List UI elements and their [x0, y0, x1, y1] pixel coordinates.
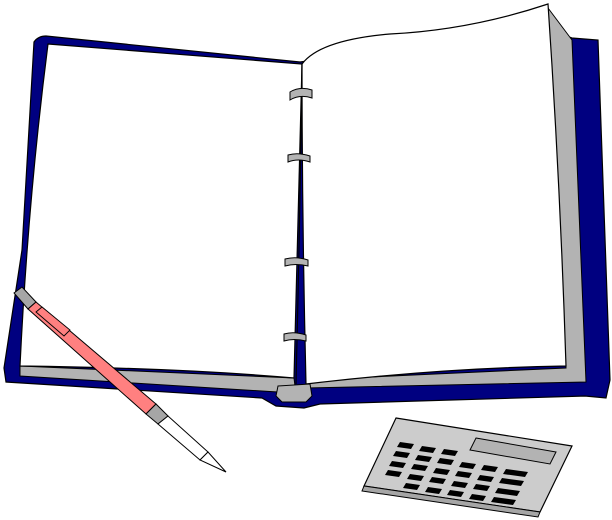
right-page [301, 3, 567, 385]
calculator-key [407, 474, 424, 481]
pen-tip [157, 415, 209, 461]
spine-line [295, 63, 303, 385]
calculator-key [389, 461, 406, 468]
calculator-key [499, 478, 524, 486]
binder-ring [283, 332, 307, 342]
notebook [3, 3, 611, 409]
calculator-key [425, 487, 442, 494]
calculator-key [385, 470, 402, 477]
left-page [19, 43, 303, 379]
calculator-edge [361, 485, 541, 518]
calculator [361, 417, 573, 518]
calculator-key [415, 455, 432, 462]
calculator-key [491, 497, 516, 505]
calculator-key [473, 484, 490, 491]
calculator-key [477, 475, 494, 482]
binder-ring [289, 87, 313, 101]
calculator-key [503, 469, 528, 477]
calculator-keys [385, 442, 528, 505]
calculator-key [411, 464, 428, 471]
calculator-key [437, 458, 454, 465]
calculator-key [495, 488, 520, 496]
calculator-key [419, 446, 436, 453]
pen-window [35, 306, 71, 337]
calculator-key [441, 449, 458, 456]
calculator-key [433, 468, 450, 475]
calculator-key [455, 471, 472, 478]
spine-clip [275, 383, 313, 403]
calculator-key [429, 477, 446, 484]
calculator-key [459, 462, 476, 469]
calculator-key [397, 442, 414, 449]
calculator-key [393, 451, 410, 458]
pen [13, 286, 227, 473]
binder-ring [287, 153, 311, 163]
calculator-key [481, 465, 498, 472]
pen-nib [199, 451, 227, 473]
calculator-key [447, 490, 464, 497]
binder-ring [284, 257, 309, 267]
calculator-key [469, 494, 486, 501]
binder-rings [283, 87, 313, 342]
calculator-display [469, 437, 557, 465]
calculator-key [403, 483, 420, 490]
calculator-key [451, 481, 468, 488]
